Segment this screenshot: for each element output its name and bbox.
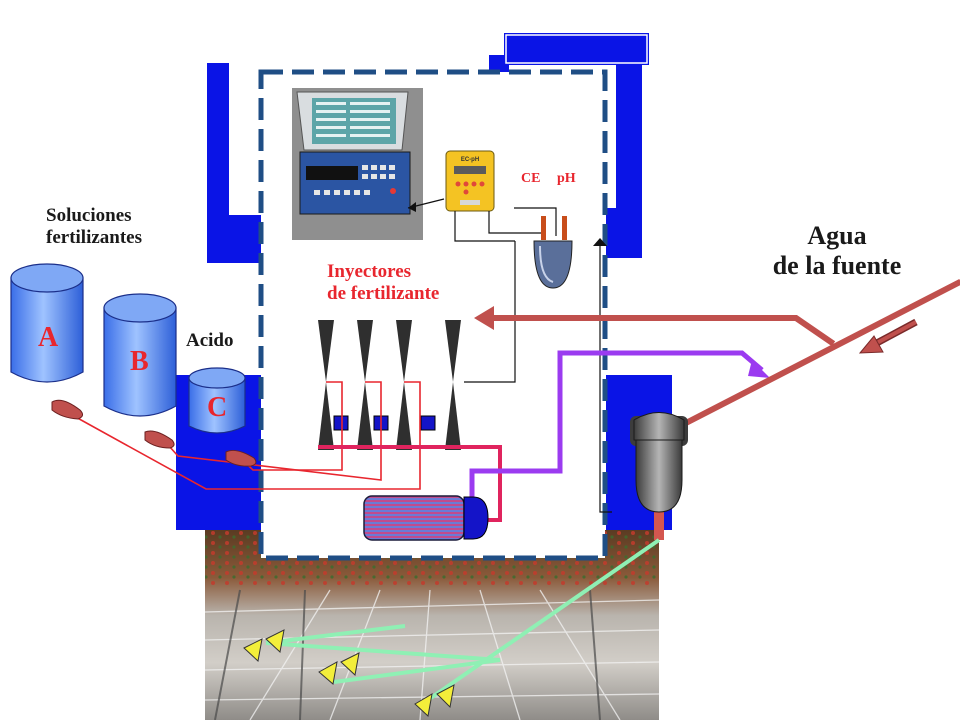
dripper-icon <box>243 629 455 717</box>
injectors-label-line2: de fertilizante <box>327 282 440 304</box>
ec-ph-meter <box>445 150 495 212</box>
foot-valve-icon <box>51 399 257 467</box>
solutions-label-line2: fertilizantes <box>46 226 143 248</box>
injectors-label-line1: Inyectores <box>327 261 412 282</box>
ce-label: CE <box>521 171 541 186</box>
inflow-arrow <box>858 318 918 354</box>
filter-unit <box>363 495 489 541</box>
tank-b-label: B <box>130 346 149 377</box>
wire-arrowhead <box>408 202 607 246</box>
tank-c <box>188 367 246 434</box>
water-source-label-line2: de la fuente <box>772 250 902 280</box>
ce-ph-sensor-cell <box>533 216 573 289</box>
purple-pipe <box>469 350 770 500</box>
solutions-label: Soluciones fertilizantes <box>46 205 142 249</box>
control-wiring <box>407 198 612 513</box>
main-filter-housing <box>630 412 688 540</box>
injection-manifold <box>318 445 502 522</box>
fertilizer-injectors <box>318 320 461 450</box>
controller-panel <box>292 88 423 240</box>
water-source-label-line1: Agua <box>807 221 867 250</box>
tank-a <box>10 263 84 383</box>
injectors-label: Inyectores de fertilizante <box>327 261 439 305</box>
source-water-pipe <box>487 278 960 429</box>
ph-label: pH <box>557 171 576 186</box>
tank-b <box>103 293 177 417</box>
main-line-arrowhead <box>474 306 494 330</box>
solutions-label-line1: Soluciones <box>46 205 132 226</box>
irrigation-lines <box>265 538 661 704</box>
ec-ph-meter-brand: EC-pH <box>461 157 479 163</box>
water-source-label: Agua de la fuente <box>752 221 922 281</box>
tank-a-label: A <box>38 322 59 353</box>
acid-label: Acido <box>186 330 234 351</box>
tank-c-label: C <box>207 392 228 423</box>
